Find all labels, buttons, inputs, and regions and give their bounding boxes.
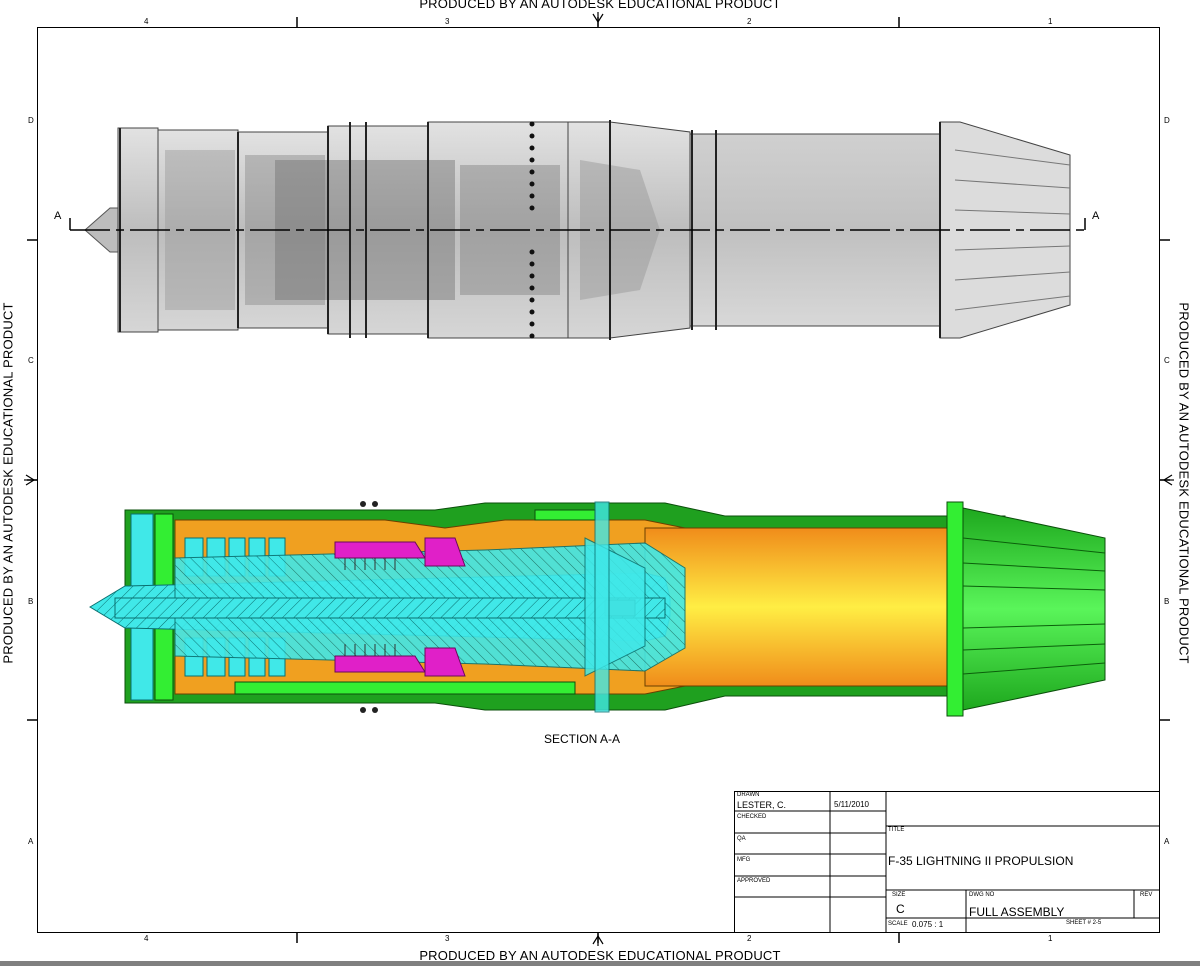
zone-col-1-bottom: 1 bbox=[1048, 934, 1053, 943]
section-marker-left: A bbox=[54, 210, 62, 222]
dwg-no-label: DWG NO bbox=[969, 892, 995, 898]
zone-col-4-top: 4 bbox=[144, 17, 149, 26]
zone-row-d-right: D bbox=[1164, 116, 1170, 125]
zone-col-3-top: 3 bbox=[445, 17, 450, 26]
zone-col-1-top: 1 bbox=[1048, 17, 1053, 26]
drawn-label: DRAWN bbox=[737, 792, 760, 798]
title-label: TITLE bbox=[888, 827, 905, 833]
watermark-bottom: PRODUCED BY AN AUTODESK EDUCATIONAL PROD… bbox=[419, 948, 781, 963]
scale-label: SCALE bbox=[888, 921, 908, 927]
zone-row-d-left: D bbox=[28, 116, 34, 125]
checked-label: CHECKED bbox=[737, 814, 767, 820]
zone-row-a-left: A bbox=[28, 837, 34, 846]
section-a-a-view bbox=[89, 501, 1106, 717]
zone-col-4-bottom: 4 bbox=[144, 934, 149, 943]
qa-label: QA bbox=[737, 836, 746, 842]
section-marker-right: A bbox=[1092, 210, 1100, 222]
rev-label: REV bbox=[1140, 892, 1153, 898]
zone-row-b-left: B bbox=[28, 597, 34, 606]
drawing-frame bbox=[37, 27, 1160, 933]
zone-row-a-right: A bbox=[1164, 837, 1170, 846]
zone-col-3-bottom: 3 bbox=[445, 934, 450, 943]
section-caption: SECTION A-A bbox=[544, 732, 621, 746]
drawn-date-value: 5/11/2010 bbox=[834, 800, 869, 809]
zone-col-2-bottom: 2 bbox=[747, 934, 752, 943]
engine-exterior-view bbox=[69, 120, 1086, 340]
approved-label: APPROVED bbox=[737, 878, 771, 884]
title-block-grid bbox=[734, 791, 1160, 933]
zone-row-b-right: B bbox=[1164, 597, 1170, 606]
size-label: SIZE bbox=[892, 892, 906, 898]
zone-row-c-left: C bbox=[28, 356, 34, 365]
scale-value: 0.075 : 1 bbox=[912, 920, 944, 929]
watermark-top: PRODUCED BY AN AUTODESK EDUCATIONAL PROD… bbox=[419, 0, 781, 11]
zone-row-c-right: C bbox=[1164, 356, 1170, 365]
sheet-number: SHEET # 2-5 bbox=[1066, 920, 1102, 926]
size-value: C bbox=[896, 902, 905, 916]
drawing-title: F-35 LIGHTNING II PROPULSION bbox=[888, 854, 1074, 868]
dwg-no-value: FULL ASSEMBLY bbox=[969, 905, 1065, 919]
zone-col-2-top: 2 bbox=[747, 17, 752, 26]
bottom-scrollbar-strip bbox=[0, 961, 1200, 966]
drawn-by-value: LESTER, C. bbox=[737, 800, 787, 810]
mfg-label: MFG bbox=[737, 857, 751, 863]
